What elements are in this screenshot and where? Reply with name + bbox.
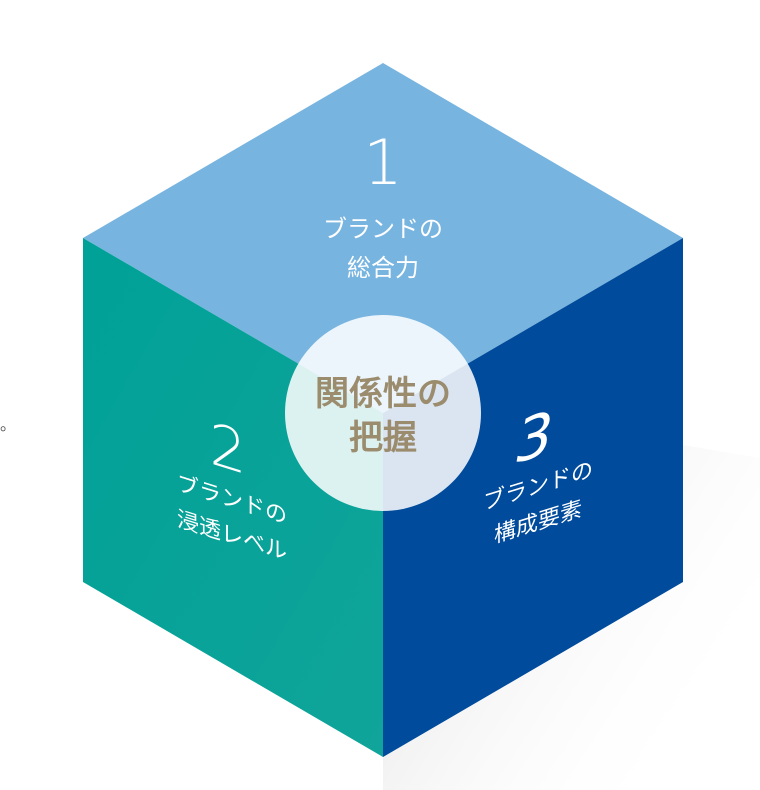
stray-punctuation-mark: 。 — [0, 415, 16, 434]
center-label-line-1: 関係性の — [315, 374, 451, 414]
face-1-number: 1 — [363, 126, 402, 199]
face-1-label-line-2: 総合力 — [347, 254, 419, 282]
center-label-line-2: 把握 — [349, 418, 417, 458]
center-circle — [285, 315, 481, 511]
face-3-number: 3 — [517, 399, 554, 478]
face-2-number: 2 — [210, 410, 247, 489]
cube-face-left — [83, 238, 383, 757]
cube-face-right — [383, 238, 683, 757]
face-1-label-line-1: ブランドの — [323, 215, 443, 243]
